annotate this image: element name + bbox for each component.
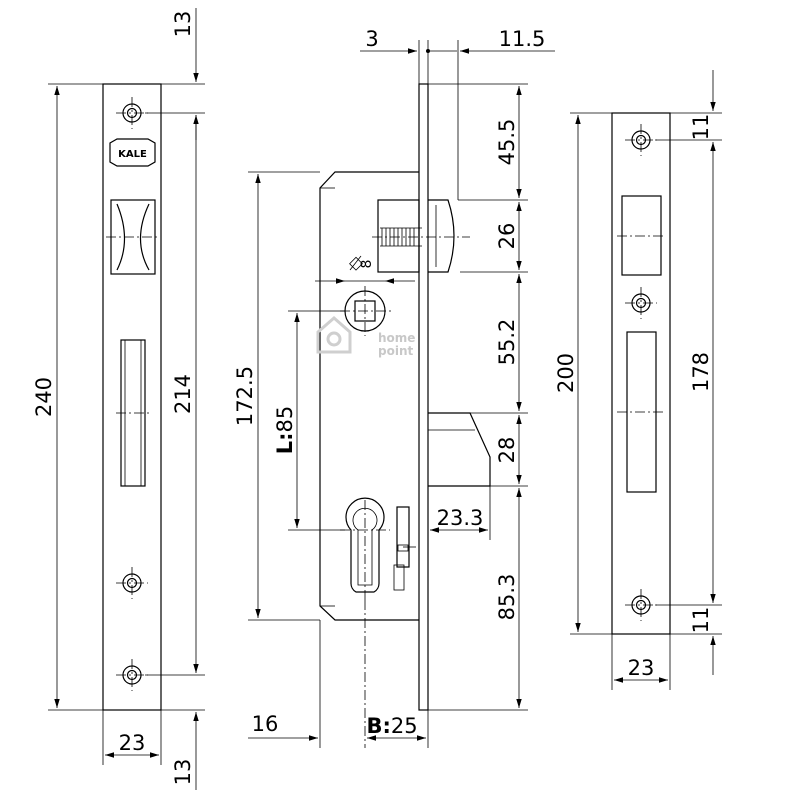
watermark-line2: point xyxy=(378,344,413,358)
faceplate-top-offset-label: 13 xyxy=(171,11,195,38)
faceplate-middle-screw-hole xyxy=(116,567,148,599)
faceplate-screw-span-label: 214 xyxy=(171,374,195,414)
lock-body-view: 8 home point xyxy=(233,27,555,748)
strike-top-offset-label: 11 xyxy=(689,114,713,141)
body-offset-label: 16 xyxy=(252,712,279,736)
strike-plate-outline xyxy=(611,112,671,635)
center-distance-prefix: L: xyxy=(273,432,297,454)
latch-bolt xyxy=(372,199,470,273)
watermark-line1: home xyxy=(378,331,415,345)
handle-to-cylinder-label: 55.2 xyxy=(495,319,519,366)
center-distance-dimension: L:85 xyxy=(273,310,345,531)
strike-length-dimension: 200 xyxy=(554,112,612,635)
strike-screw-span-label: 178 xyxy=(689,352,713,392)
faceplate-latch-opening xyxy=(106,199,160,275)
right-chain-dimensions: 45.5 26 55.2 28 85.3 xyxy=(428,83,528,711)
strike-middle-screw-hole xyxy=(625,287,657,319)
cylinder-hole xyxy=(340,497,390,600)
kale-logo: KALE xyxy=(109,138,156,167)
faceplate-bottom-offset-label: 13 xyxy=(171,759,195,786)
body-height-dimension: 172.5 xyxy=(233,171,320,621)
front-plate-dimensions: 3 11.5 xyxy=(360,27,555,200)
faceplate-bolt-opening xyxy=(116,339,150,487)
dead-bolt xyxy=(428,412,491,487)
faceplate-top-screw-hole xyxy=(116,97,148,129)
cylinder-to-bottom-label: 85.3 xyxy=(495,574,519,621)
lock-front-plate xyxy=(418,83,429,711)
strike-screw-span-dimension: 178 11 11 xyxy=(655,70,722,675)
faceplate-bottom-screw-hole xyxy=(116,659,148,691)
faceplate-width-label: 23 xyxy=(119,731,146,755)
svg-text:L:85: L:85 xyxy=(273,406,297,455)
latch-height-label: 26 xyxy=(495,223,519,250)
cylinder-lever xyxy=(393,506,416,591)
strike-plate-view: 200 178 11 11 23 xyxy=(554,70,722,690)
front-offset-label: 11.5 xyxy=(499,27,546,51)
home-point-watermark: home point xyxy=(316,316,415,358)
faceplate-outline xyxy=(102,83,162,711)
strike-length-label: 200 xyxy=(554,353,578,393)
bolt-throw-dimension: 23.3 xyxy=(430,486,491,540)
faceplate-width-dimension: 23 xyxy=(102,710,162,765)
center-distance-label: 85 xyxy=(273,406,297,433)
faceplate-length-label: 240 xyxy=(32,377,56,417)
strike-width-dimension: 23 xyxy=(611,634,671,690)
handle-spindle-hub: 8 xyxy=(315,255,415,336)
strike-bolt-opening xyxy=(617,331,666,493)
front-thickness-label: 3 xyxy=(365,27,378,51)
faceplate-view: KALE xyxy=(32,8,205,790)
body-height-label: 172.5 xyxy=(233,366,257,426)
faceplate-length-dimension: 240 xyxy=(32,83,103,711)
strike-width-label: 23 xyxy=(628,656,655,680)
lock-case-outline xyxy=(319,171,419,621)
backset-prefix: B: xyxy=(366,714,390,738)
bottom-offset-dimensions: 16 B:25 xyxy=(248,600,429,748)
bolt-height-label: 28 xyxy=(495,437,519,464)
faceplate-top-offset-dimension: 13 xyxy=(161,8,205,140)
strike-top-screw-hole xyxy=(625,124,657,156)
spindle-square-label: 8 xyxy=(359,260,375,269)
bolt-throw-label: 23.3 xyxy=(437,506,484,530)
strike-bottom-offset-label: 11 xyxy=(689,607,713,634)
backset-label: 25 xyxy=(391,714,418,738)
latch-top-label: 45.5 xyxy=(495,119,519,166)
strike-latch-opening xyxy=(617,195,666,276)
strike-bottom-screw-hole xyxy=(625,589,657,621)
faceplate-bottom-offset-dimension: 13 xyxy=(161,709,205,790)
svg-text:B:25: B:25 xyxy=(366,714,417,738)
brand-logo-text: KALE xyxy=(118,149,147,160)
faceplate-screw-span-dimension: 214 xyxy=(145,112,205,676)
